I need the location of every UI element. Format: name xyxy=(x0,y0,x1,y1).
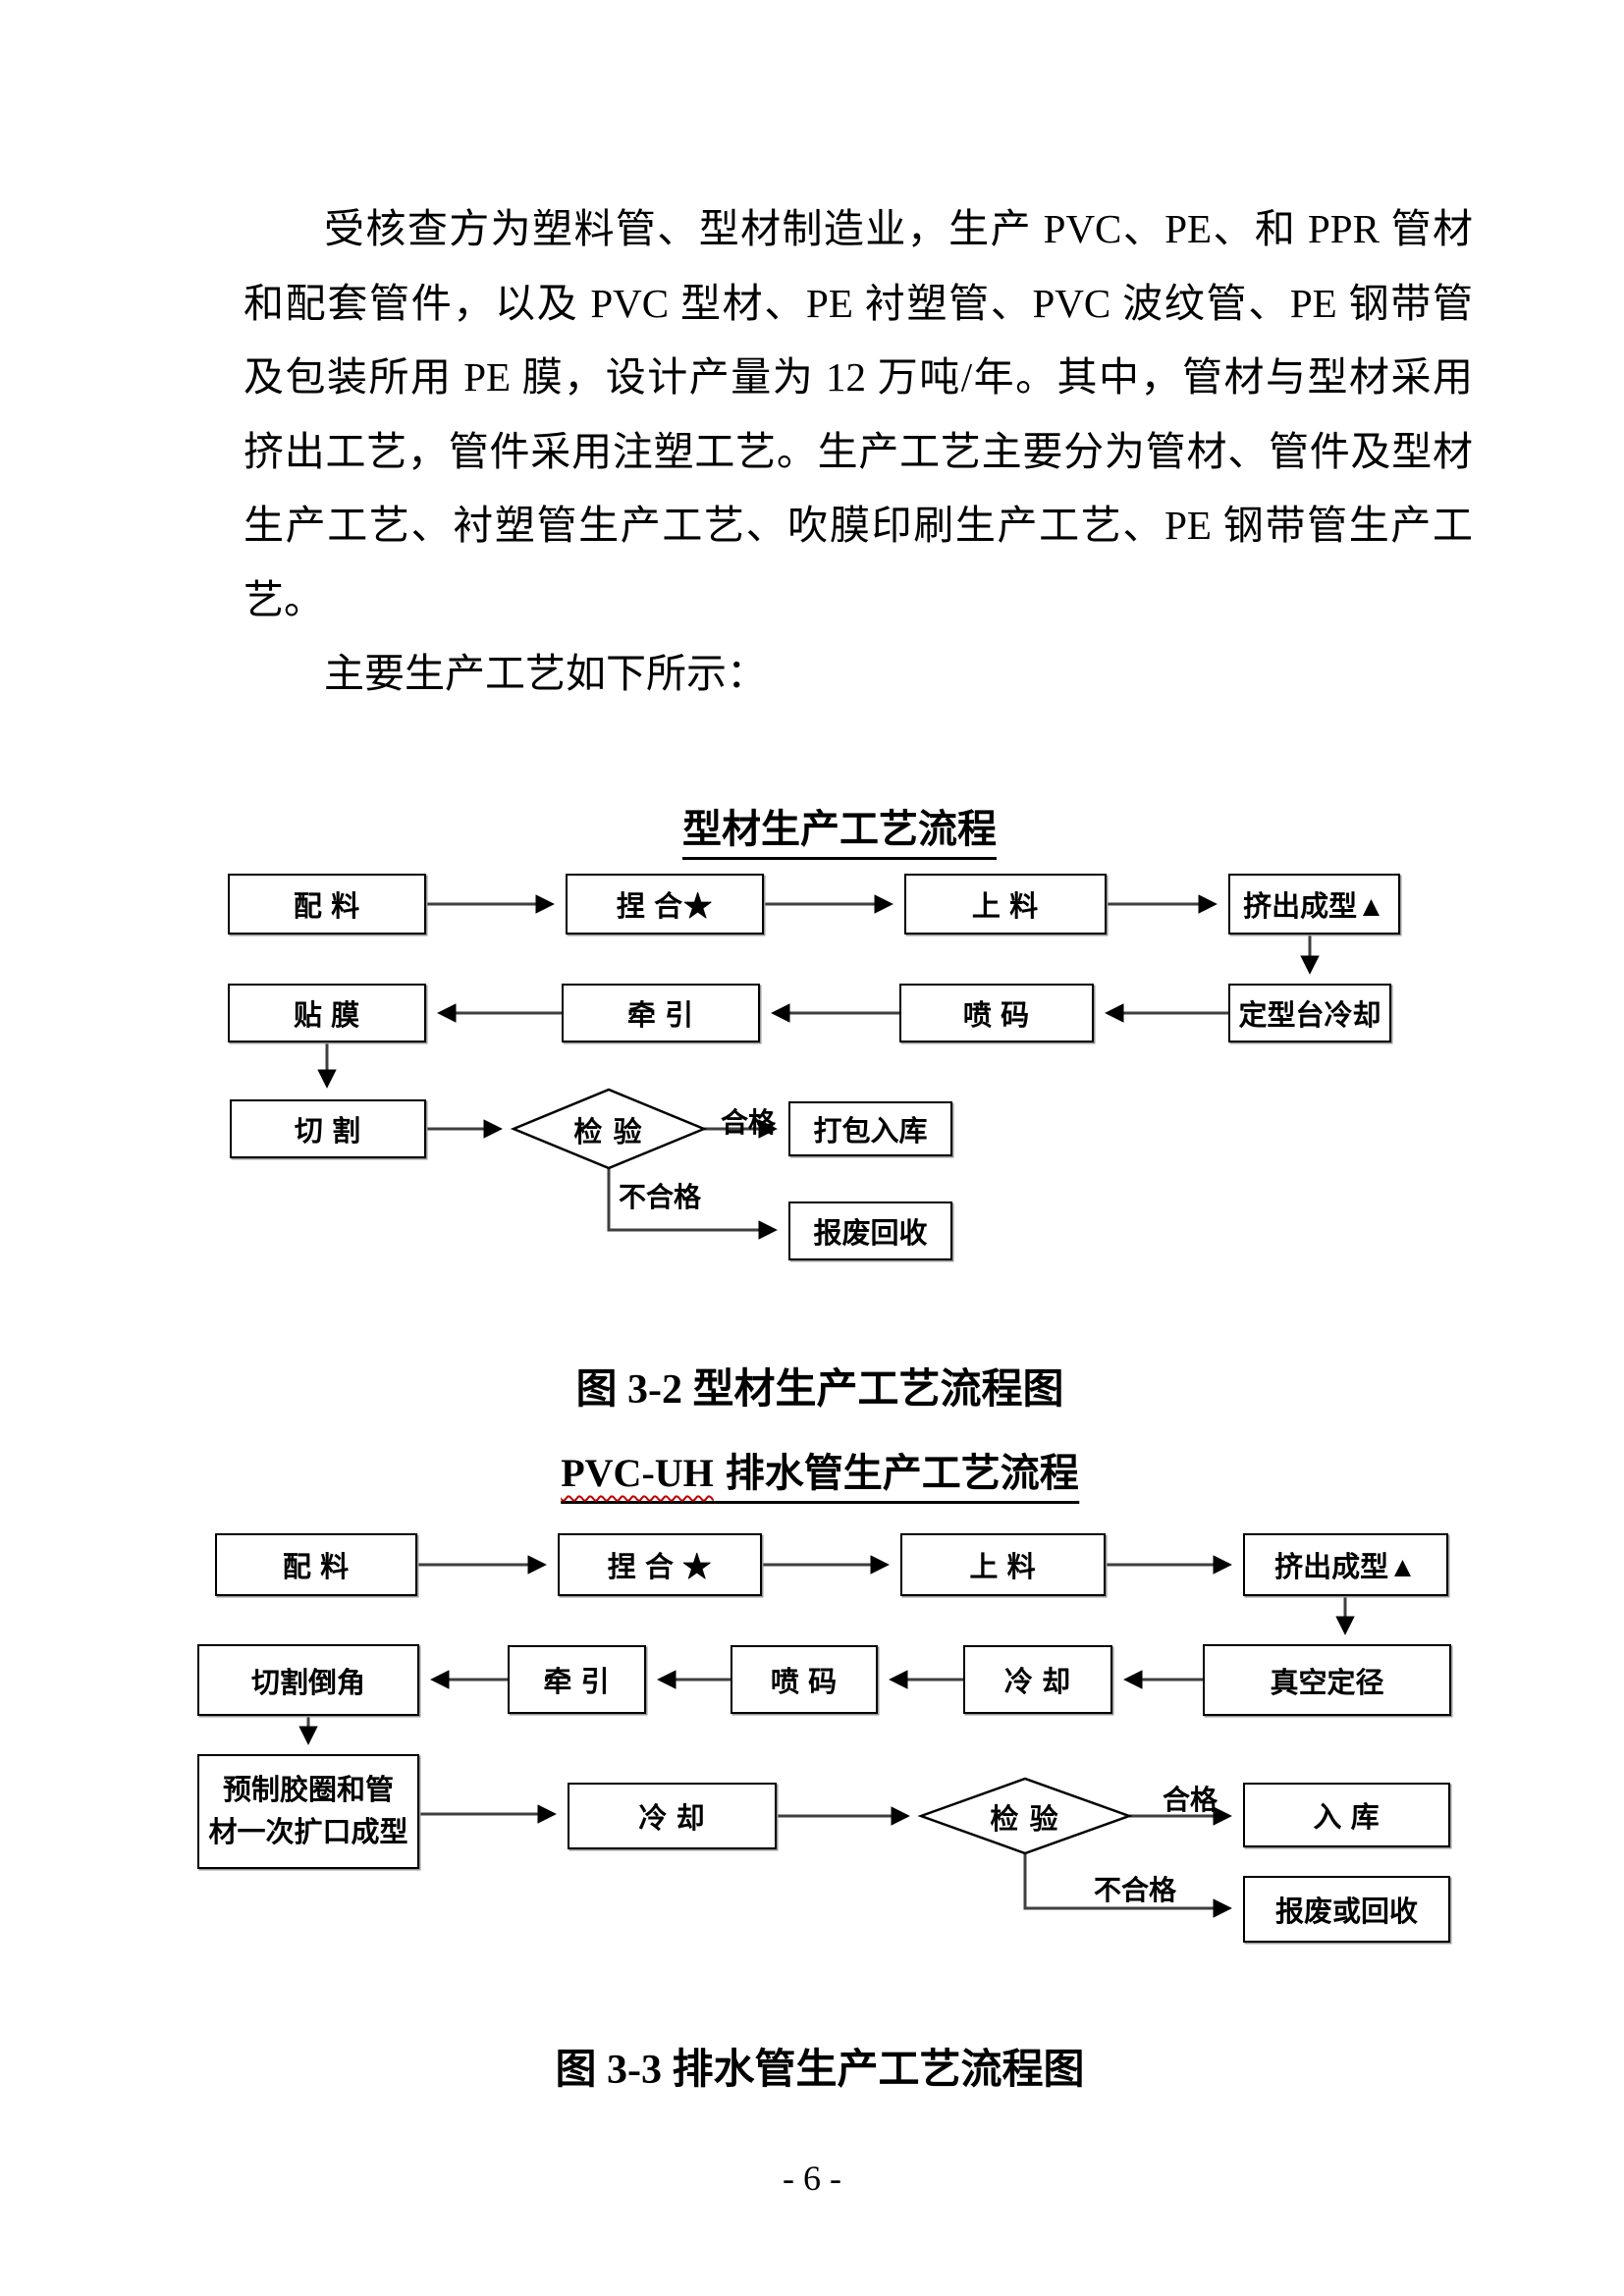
chart1-node-cooling-table: 定型台冷却 xyxy=(1228,984,1391,1042)
chart2-node-inspection: 检 验 xyxy=(990,1804,1060,1836)
paragraph-line: 挤出工艺，管件采用注塑工艺。生产工艺主要分为管材、管件及型材 xyxy=(244,428,1473,474)
chart2-title-latin: PVC-UH xyxy=(561,1451,714,1495)
body-paragraph: 受核查方为塑料管、型材制造业，生产 PVC、PE、和 PPR 管材 和配套管件，… xyxy=(244,192,1473,712)
paragraph-line: 艺。 xyxy=(244,576,324,622)
chart1-node-traction: 牵 引 xyxy=(562,984,760,1042)
chart1-node-kneading: 捏 合★ xyxy=(566,874,764,934)
chart2-node-scrap: 报废或回收 xyxy=(1243,1876,1450,1943)
chart2-node-extrusion: 挤出成型▲ xyxy=(1243,1533,1448,1596)
chart1-caption: 图 3-2 型材生产工艺流程图 xyxy=(575,1367,1064,1413)
chart2-caption: 图 3-3 排水管生产工艺流程图 xyxy=(555,2048,1085,2093)
paragraph-line: 和配套管件，以及 PVC 型材、PE 衬塑管、PVC 波纹管、PE 钢带管 xyxy=(244,280,1473,326)
paragraph-line: 生产工艺、衬塑管生产工艺、吹膜印刷生产工艺、PE 钢带管生产工 xyxy=(244,503,1473,548)
chart2-pass-label: 合格 xyxy=(1163,1786,1218,1816)
prefab-line-2: 材一次扩口成型 xyxy=(208,1816,408,1848)
chart1-node-coding: 喷 码 xyxy=(899,984,1094,1042)
chart2-node-kneading: 捏 合 ★ xyxy=(558,1533,762,1596)
chart1-node-extrusion: 挤出成型▲ xyxy=(1228,874,1400,934)
chart2-fail-label: 不合格 xyxy=(1094,1876,1177,1906)
chart2-node-cooling-2: 冷 却 xyxy=(568,1783,777,1849)
chart2-node-vacuum-sizing: 真空定径 xyxy=(1203,1644,1451,1716)
chart1-pass-label: 合格 xyxy=(721,1108,777,1139)
chart2-node-warehouse: 入 库 xyxy=(1243,1783,1450,1847)
paragraph-line: 及包装所用 PE 膜，设计产量为 12 万吨/年。其中，管材与型材采用 xyxy=(244,354,1473,400)
page-number: - 6 - xyxy=(783,2159,841,2198)
chart1-node-laminating: 贴 膜 xyxy=(228,984,426,1042)
chart2-node-cooling: 冷 却 xyxy=(963,1645,1112,1714)
chart1-node-packing: 打包入库 xyxy=(788,1101,952,1156)
chart1-fail-label: 不合格 xyxy=(619,1183,702,1213)
chart2-node-prefab-flaring: 预制胶圈和管 材一次扩口成型 xyxy=(197,1754,419,1869)
prefab-line-1: 预制胶圈和管 xyxy=(222,1774,394,1806)
chart2-node-feeding: 上 料 xyxy=(900,1533,1106,1596)
chart2-node-batching: 配 料 xyxy=(215,1533,417,1596)
chart2-title-rest: 排水管生产工艺流程 xyxy=(725,1451,1079,1495)
chart2-node-traction: 牵 引 xyxy=(508,1645,646,1714)
chart1-node-cutting: 切 割 xyxy=(230,1099,426,1158)
chart1-node-scrap: 报废回收 xyxy=(788,1201,952,1260)
chart1-node-inspection: 检 验 xyxy=(573,1117,644,1148)
chart2-node-coding: 喷 码 xyxy=(731,1645,878,1714)
chart1-node-batching: 配 料 xyxy=(228,874,426,934)
paragraph-line: 主要生产工艺如下所示： xyxy=(324,651,767,696)
paragraph-line: 受核查方为塑料管、型材制造业，生产 PVC、PE、和 PPR 管材 xyxy=(324,206,1473,251)
chart1-title: 型材生产工艺流程 xyxy=(682,797,997,860)
chart2-node-cutting-chamfer: 切割倒角 xyxy=(197,1644,419,1716)
chart1-node-feeding: 上 料 xyxy=(904,874,1107,934)
